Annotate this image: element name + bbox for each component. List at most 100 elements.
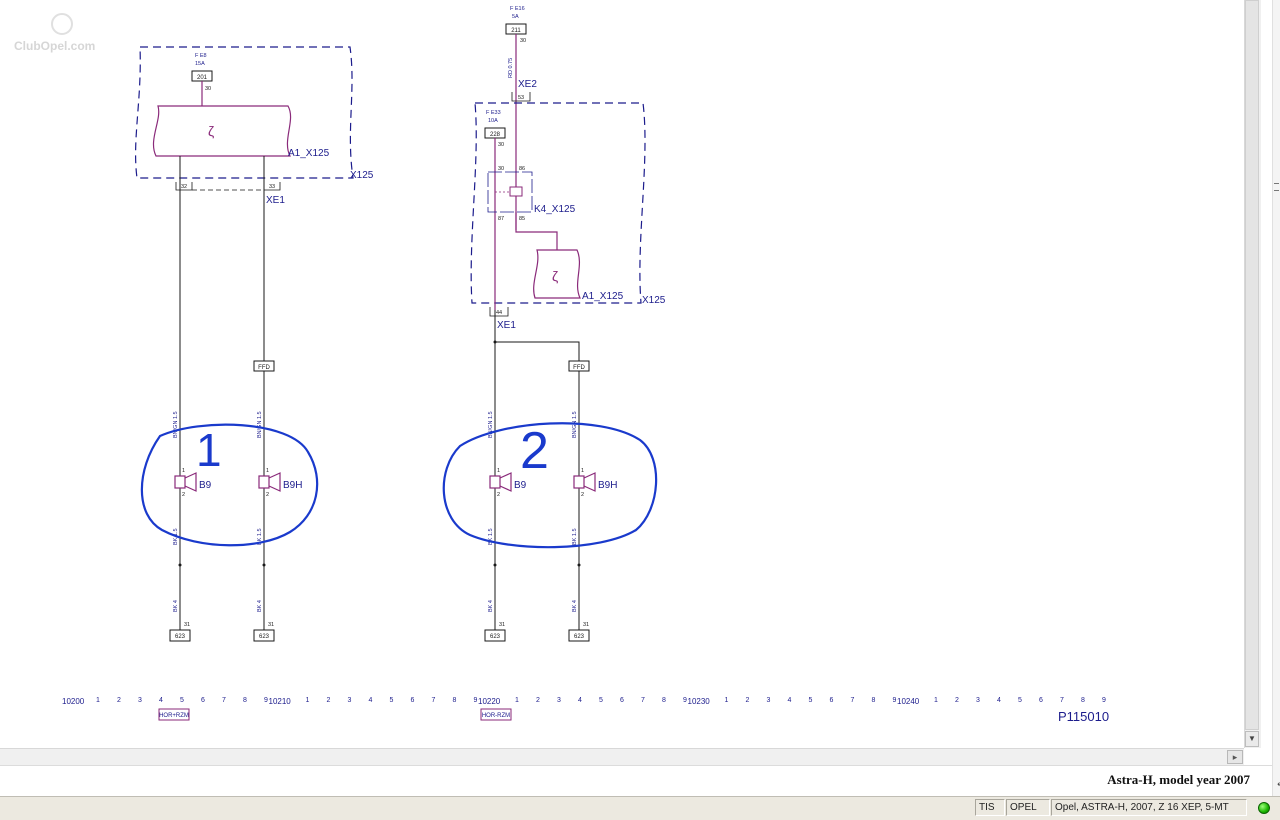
left-enclosure <box>135 46 354 179</box>
horn-b9h-right: 1 2 B9H <box>573 468 617 498</box>
ruler-section-label: 10200 <box>62 697 85 706</box>
wire-label-a-bot: BK 4 <box>173 600 179 612</box>
ruler-tick-label: 3 <box>138 697 142 704</box>
right-ffd-box <box>568 360 590 372</box>
ruler-tick-label: 7 <box>222 697 226 704</box>
ruler-tick-label: 5 <box>180 697 184 704</box>
status-bar: TIS OPEL Opel, ASTRA-H, 2007, Z 16 XEP, … <box>0 796 1280 820</box>
left-pin-32-box <box>175 182 193 191</box>
right-junction-label: XE2 <box>518 79 537 90</box>
right-connector-name: X125 <box>642 295 666 306</box>
ruler-tick-label: 6 <box>620 697 624 704</box>
ruler-tick-label: 5 <box>599 697 603 704</box>
ruler-tick-label: 9 <box>683 697 687 704</box>
relay-name: K4_X125 <box>534 204 576 215</box>
right-enclosure <box>470 102 646 304</box>
left-connector-name: X125 <box>350 170 374 181</box>
right-submodule-name: A1_X125 <box>582 291 624 302</box>
splitter-grip-icon[interactable] <box>1274 183 1279 191</box>
annotation-number-1: 1 <box>196 424 222 476</box>
relay-pin-87: 87 <box>498 216 504 222</box>
horizontal-scrollbar[interactable] <box>0 748 1244 765</box>
corner-resize-icon[interactable]: ▸ <box>1227 750 1243 764</box>
ruler-tick-label: 6 <box>411 697 415 704</box>
annotation-circle-2 <box>442 422 658 549</box>
ruler-tick-label: 4 <box>788 697 792 704</box>
horn-pin-bot: 2 <box>266 492 269 498</box>
horn-name: B9 <box>514 480 527 491</box>
right-out-pin: 44 <box>496 310 502 316</box>
watermark-logo-icon <box>51 13 73 35</box>
scroll-down-icon[interactable]: ▼ <box>1245 731 1259 747</box>
page-id: P115010 <box>1058 709 1109 724</box>
wire-label-a-top: BN/GN 1.5 <box>173 411 179 438</box>
ground-terminal-a: 623 <box>175 634 186 640</box>
wire-label-b-mid: BK 1.5 <box>257 528 263 545</box>
wire-label-c-top: BN/GN 1.5 <box>488 411 494 438</box>
horn-b9-right: 1 2 B9 <box>489 468 527 498</box>
ruler-tick-label: 8 <box>872 697 876 704</box>
ground-box-d <box>568 629 590 642</box>
wire-label-d-top: BN/GN 1.5 <box>572 411 578 438</box>
ruler-tick-label: 9 <box>893 697 897 704</box>
ruler-tick-label: 6 <box>1039 697 1043 704</box>
wire-label-b-top: BN/GN 1.5 <box>257 411 263 438</box>
ruler-tick-label: 2 <box>955 697 959 704</box>
horn-b9-left: 1 2 B9 <box>174 468 212 498</box>
right-ffd-label: FFD <box>573 365 585 371</box>
horn-pin-top: 1 <box>182 468 185 474</box>
wire-label-c-bot: BK 4 <box>488 600 494 612</box>
ruler-tick-label: 8 <box>453 697 457 704</box>
footer-title: Astra-H, model year 2007 <box>1107 772 1250 787</box>
wire-label-c-mid: BK 1.5 <box>488 528 494 545</box>
ground-pin-d: 31 <box>583 622 589 628</box>
ruler-tick-label: 4 <box>159 697 163 704</box>
splitter-panel[interactable] <box>1272 0 1280 796</box>
ruler-section-label: 10240 <box>897 697 920 706</box>
ruler-tick-label: 6 <box>830 697 834 704</box>
left-pin-33: 33 <box>269 184 275 190</box>
diagram-viewer[interactable]: ClubOpel.com F E8 15A 201 30 ζ A1_X125 X… <box>0 0 1244 748</box>
horn-pin-bot: 2 <box>182 492 185 498</box>
ruler-tick-label: 1 <box>96 697 100 704</box>
horn-icon <box>573 475 585 489</box>
ground-box-a <box>169 629 191 642</box>
status-cell-make: OPEL <box>1006 799 1050 816</box>
right-submodule-box <box>533 249 581 299</box>
connection-status-icon <box>1258 802 1270 814</box>
right-fuse-rating: 5A <box>512 14 519 20</box>
ground-pin-a: 31 <box>184 622 190 628</box>
ruler-tag-box-1 <box>158 708 190 721</box>
ruler-tick-label: 9 <box>1102 697 1106 704</box>
ruler-tick-label: 1 <box>934 697 938 704</box>
ruler-tick-label: 7 <box>1060 697 1064 704</box>
ruler-section-label: 10230 <box>688 697 711 706</box>
ruler-section-label: 10220 <box>478 697 501 706</box>
ruler-tick-label: 7 <box>641 697 645 704</box>
ruler-tick-label: 7 <box>432 697 436 704</box>
left-pin-32: 32 <box>181 184 187 190</box>
splitter-arrow-icon[interactable]: ↲ <box>1276 778 1280 788</box>
ruler-section-label: 10210 <box>269 697 292 706</box>
ruler-tick-label: 2 <box>327 697 331 704</box>
ruler-tick-label: 5 <box>390 697 394 704</box>
vertical-scroll-thumb[interactable] <box>1245 0 1259 730</box>
horn-pin-bot: 2 <box>497 492 500 498</box>
right-supply-wire-label: RD 0.75 <box>508 58 514 78</box>
right-circuit: F E16 5A 211 30 RD 0.75 XE2 53 X125 F E3… <box>470 6 666 642</box>
ruler-tick-label: 8 <box>662 697 666 704</box>
horn-pin-top: 1 <box>497 468 500 474</box>
ruler-tick-label: 8 <box>1081 697 1085 704</box>
watermark: ClubOpel.com <box>14 39 95 53</box>
left-fuse-terminal: 201 <box>197 75 208 81</box>
relay-coil-icon <box>509 186 523 197</box>
annotation-circle-1 <box>140 423 319 547</box>
ground-pin-c: 31 <box>499 622 505 628</box>
left-junction-label: XE1 <box>266 195 285 206</box>
horn-name: B9 <box>199 480 212 491</box>
inner-fuse-terminal: 228 <box>490 132 501 138</box>
ruler-tick-label: 9 <box>474 697 478 704</box>
ruler-tick-label: 3 <box>348 697 352 704</box>
relay-pin-30: 30 <box>498 166 504 172</box>
